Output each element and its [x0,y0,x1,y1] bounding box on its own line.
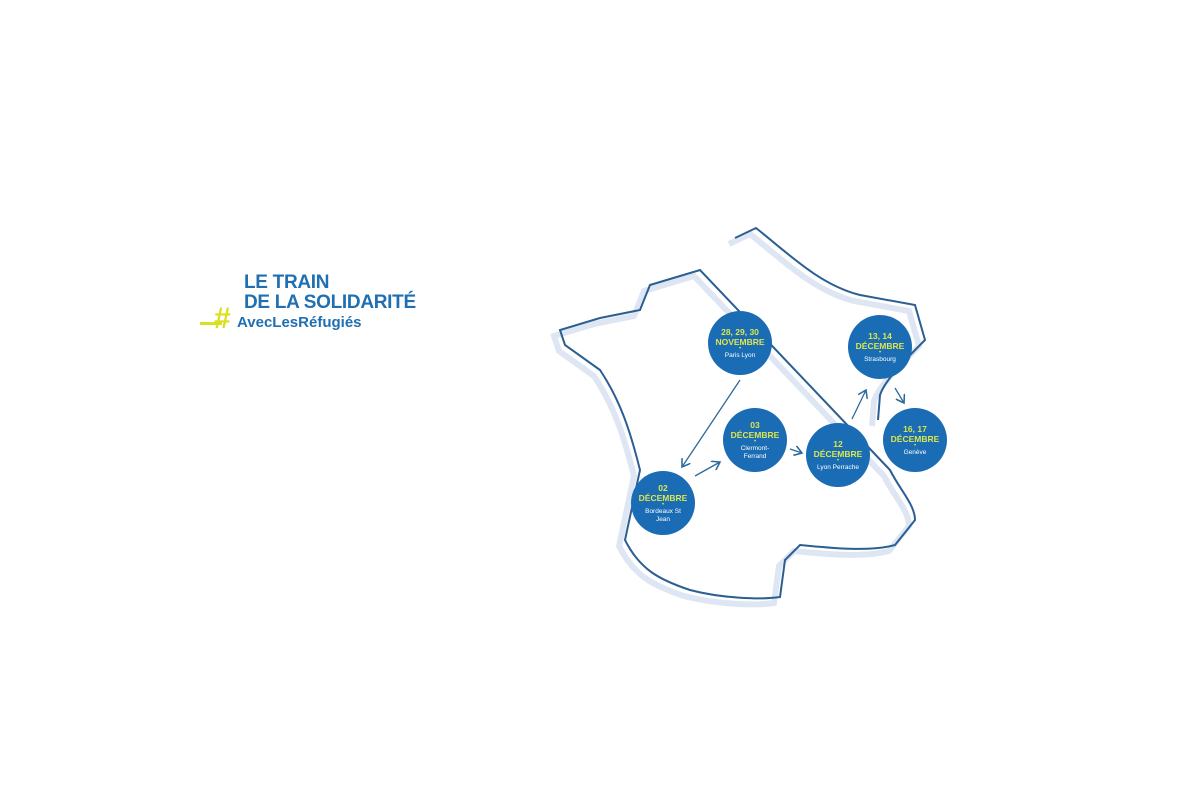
stop-clermont: 03 DÉCEMBRE • Clermont-Ferrand [723,408,787,472]
stop-month: DÉCEMBRE [638,492,688,503]
logo-line-2: DE LA SOLIDARITÉ [244,292,416,313]
stop-city: Bordeaux St Jean [645,507,681,523]
stop-month: DÉCEMBRE [730,429,780,440]
route-arrow-bordeaux-clermont [694,462,720,477]
separator-dot: • [738,345,742,352]
stop-days: 28, 29, 30 [721,326,759,337]
separator-dot: • [878,349,882,356]
france-outline [558,226,927,600]
separator-dot: • [753,438,757,445]
stop-strasbourg: 13, 14 DÉCEMBRE • Strasbourg [848,315,912,379]
route-arrow-paris-bordeaux [682,379,741,467]
stop-days: 16, 17 [903,423,927,434]
logo-hashtag: AvecLesRéfugiés [237,314,362,331]
france-outline-shadow [550,230,923,608]
stop-bordeaux: 02 DÉCEMBRE • Bordeaux St Jean [631,471,695,535]
hashtag-symbol: # [214,302,231,335]
stop-geneve: 16, 17 DÉCEMBRE • Genève [883,408,947,472]
stop-month: DÉCEMBRE [813,448,863,459]
stop-city: Lyon Perrache [816,463,860,471]
stop-month: DÉCEMBRE [855,340,905,351]
logo-dash [200,322,222,325]
separator-dot: • [661,501,665,508]
stop-days: 02 [658,482,668,493]
stop-month: DÉCEMBRE [890,433,940,444]
stop-days: 03 [750,419,760,430]
separator-dot: • [913,442,917,449]
stop-paris: 28, 29, 30 NOVEMBRE • Paris Lyon [708,311,772,375]
stop-city: Genève [903,448,927,456]
stop-city: Paris Lyon [724,351,756,359]
stop-month: NOVEMBRE [715,336,765,347]
stop-lyon: 12 DÉCEMBRE • Lyon Perrache [806,423,870,487]
route-arrow-clermont-lyon [789,449,802,453]
stop-days: 13, 14 [868,330,892,341]
logo-line-1: LE TRAIN [244,272,330,293]
route-arrow-strasbourg-geneve [894,387,904,403]
stop-city: Clermont-Ferrand [740,444,770,460]
stop-days: 12 [833,438,843,449]
stop-city: Strasbourg [864,355,896,363]
route-arrow-lyon-strasbourg [851,390,866,420]
separator-dot: • [836,457,840,464]
